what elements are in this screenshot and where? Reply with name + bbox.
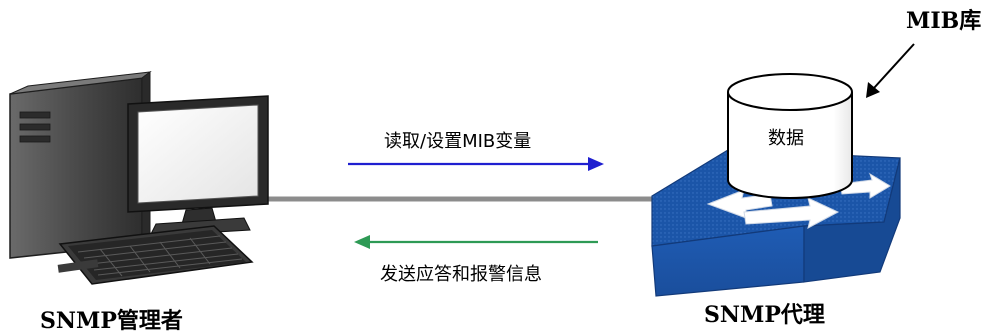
data-label: 数据	[768, 128, 804, 149]
manager-label: SNMP管理者	[40, 308, 183, 334]
request-arrow	[348, 157, 604, 171]
agent-label: SNMP代理	[704, 302, 825, 328]
database-icon	[727, 73, 853, 199]
mib-pointer-arrow	[866, 43, 915, 98]
mib-library-label: MIB库	[906, 8, 982, 34]
response-label: 发送应答和报警信息	[380, 264, 542, 285]
response-arrow	[354, 235, 598, 249]
computer-icon	[9, 71, 269, 285]
request-label: 读取/设置MIB变量	[384, 131, 532, 152]
